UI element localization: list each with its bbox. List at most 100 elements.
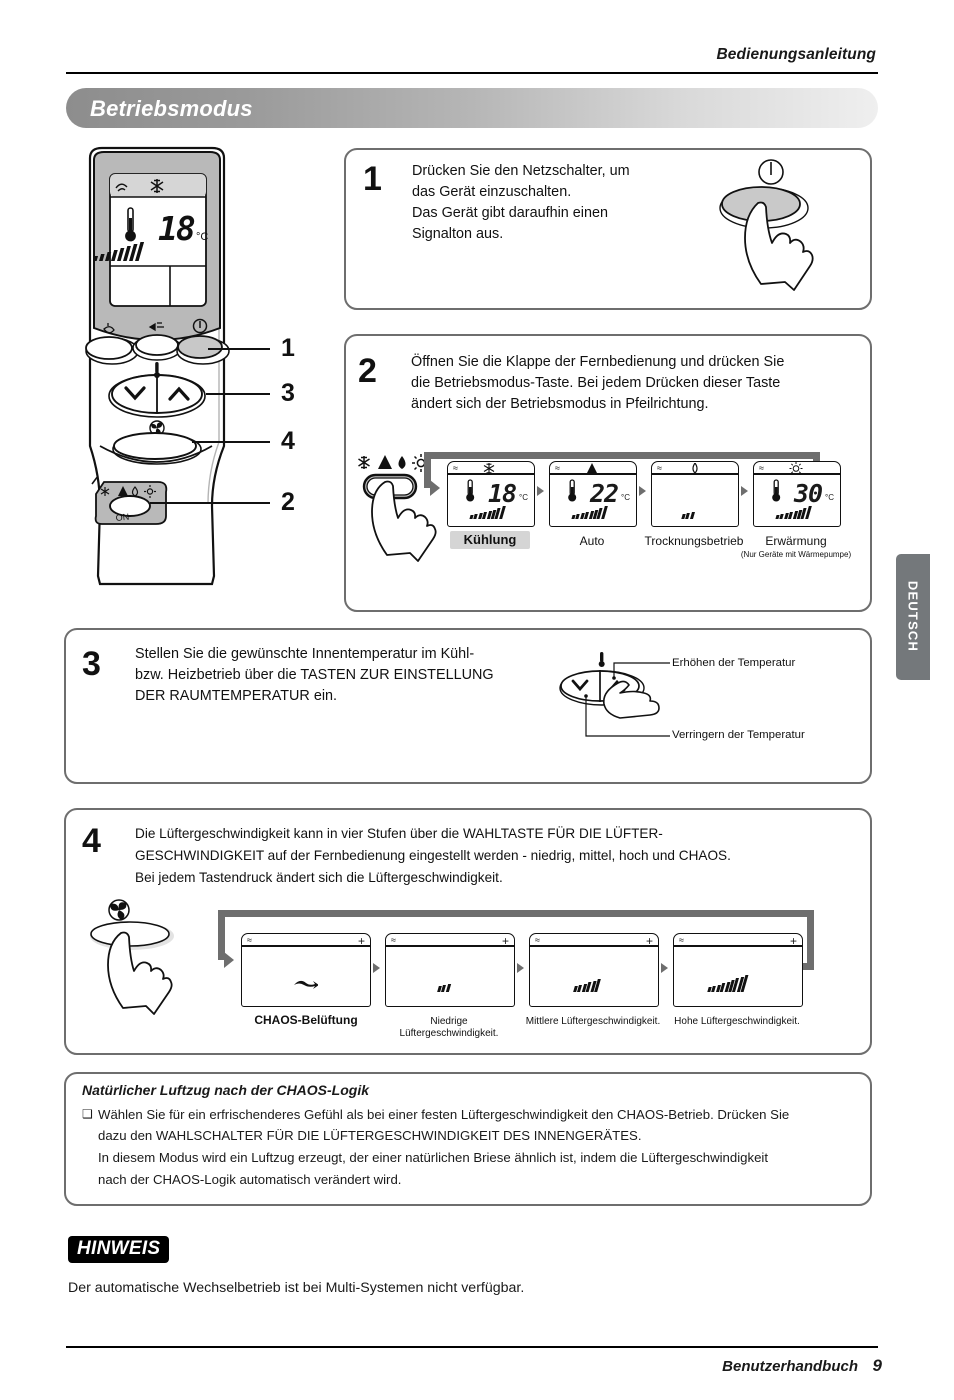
mode-panel-3-temp: 30: [794, 479, 823, 508]
signal-wave-icon: ≈: [555, 463, 560, 473]
mode-panel-3-label: Erwärmung: [765, 534, 827, 548]
fan-panel-0: ≈ +: [241, 933, 371, 1007]
fan-flow-entry-arrow: [224, 952, 234, 968]
power-icon: [192, 318, 208, 334]
page-header-title: Bedienungsanleitung: [716, 46, 876, 63]
step-1-box: [344, 148, 872, 310]
footer-label: Benutzerhandbuch: [722, 1358, 858, 1375]
thermometer-small-icon: [154, 362, 160, 378]
chaos-note-line-2: dazu den WAHLSCHALTER FÜR DIE LÜFTERGESC…: [98, 1128, 642, 1143]
thermometer-icon: [125, 207, 136, 242]
temperature-buttons-illustration: [559, 652, 670, 737]
fan-panel-2-bars: [573, 979, 601, 992]
mode-panel-3-sublabel: (Nur Geräte mit Wärmepumpe): [740, 550, 852, 559]
callout-line-1: [208, 348, 270, 350]
mode-panel-1-unit: °C: [621, 493, 630, 502]
step-3-line-3: DER RAUMTEMPERATUR ein.: [135, 688, 338, 704]
chaos-note-line-1: Wählen Sie für ein erfrischenderes Gefüh…: [98, 1107, 790, 1122]
panel-divider: [530, 945, 658, 947]
signal-wave-icon: ≈: [391, 935, 396, 945]
callout-line-2: [150, 502, 270, 504]
signal-wave-icon: ≈: [657, 463, 662, 473]
signal-wave-icon: ≈: [679, 935, 684, 945]
fan-flow-loop-top: [218, 910, 814, 917]
mode-arrow-0: [537, 486, 544, 496]
mode-panel-0-temp: 18: [488, 479, 517, 508]
signal-wave-icon: ≈: [759, 463, 764, 473]
step-3-number: 3: [82, 645, 101, 683]
fan-panel-2-label: Mittlere Lüftergeschwindigkeit.: [525, 1016, 661, 1027]
signal-wave-icon: ≈: [247, 935, 252, 945]
remote-control-illustration: 18 °C: [85, 146, 230, 586]
mode-button-hand-illustration: [358, 454, 437, 562]
thermometer-icon: [568, 479, 577, 502]
callout-line-4: [192, 441, 270, 443]
mode-panel-3-bars: [775, 506, 812, 519]
footer-page-number: 9: [872, 1356, 882, 1375]
mode-arrow-2: [741, 486, 748, 496]
signal-wave-icon: ≈: [535, 935, 540, 945]
fan-level-bars: [93, 242, 145, 261]
thermometer-icon: [466, 479, 475, 502]
panel-divider: [448, 473, 534, 475]
fan-panel-3-bars: [707, 975, 749, 992]
signal-wave-icon: [115, 183, 128, 192]
svg-text:°C: °C: [196, 231, 208, 243]
mode-flow-entry-arrow: [430, 480, 440, 496]
mode-panel-2: ≈: [651, 461, 739, 527]
swing-icon: [148, 322, 164, 332]
mode-flow-loop-top: [424, 452, 820, 459]
step-4-line-2: GESCHWINDIGKEIT auf der Fernbedienung ei…: [135, 848, 731, 863]
chaos-note-line-3: In diesem Modus wird ein Luftzug erzeugt…: [98, 1150, 768, 1165]
fan-panel-1-label: Niedrige Lüftergeschwindigkeit.: [399, 1016, 499, 1039]
fan-arrow-0: [373, 963, 380, 973]
fan-icon: [108, 899, 130, 921]
step-1-line-4: Signalton aus.: [412, 226, 504, 242]
chaos-note-title: Natürlicher Luftzug nach der CHAOS-Logik: [82, 1082, 370, 1098]
panel-divider: [242, 945, 370, 947]
mode-panel-2-bars: [681, 512, 695, 519]
callout-number-4: 4: [281, 427, 295, 455]
temp-up-chevron-icon: [168, 386, 190, 401]
snowflake-icon: [150, 179, 164, 193]
droplet-icon: [692, 463, 698, 474]
signal-wave-icon: ≈: [453, 463, 458, 473]
step-2-line-2: die Betriebsmodus-Taste. Bei jedem Drück…: [411, 375, 781, 391]
hand-icon: [371, 480, 437, 562]
section-banner: [66, 88, 878, 128]
hand-icon: [602, 680, 660, 719]
fan-flow-loop-left: [218, 910, 225, 960]
header-divider: [66, 72, 878, 74]
svg-text:18: 18: [158, 209, 195, 248]
step-1-line-2: das Gerät einzuschalten.: [412, 184, 572, 200]
mode-panel-1-bars: [571, 506, 608, 519]
callout-number-3: 3: [281, 379, 295, 407]
footer-divider: [66, 1346, 878, 1348]
step-4-box: [64, 808, 872, 1055]
mode-panel-1: ≈ 22 °C: [549, 461, 637, 527]
chaos-note-box: [64, 1072, 872, 1206]
fan-panel-1: ≈ +: [385, 933, 515, 1007]
mode-panel-0: ≈ 18 °C: [447, 461, 535, 527]
snowflake-icon: [483, 463, 495, 474]
step-2-line-3: ändert sich der Betriebsmodus in Pfeilri…: [411, 396, 709, 412]
step-3-line-2: bzw. Heizbetrieb über die TASTEN ZUR EIN…: [135, 667, 494, 683]
decrease-temp-label: Verringern der Temperatur: [672, 729, 805, 741]
callout-number-1: 1: [281, 334, 295, 362]
mode-icons-row: [100, 485, 156, 498]
jet-icon: [103, 323, 115, 334]
mode-icons-row: [358, 454, 430, 472]
fan-panel-0-label: CHAOS-Belüftung: [254, 1013, 358, 1027]
mode-panel-0-label: Kühlung: [450, 531, 530, 549]
step-3-line-1: Stellen Sie die gewünschte Innentemperat…: [135, 646, 475, 662]
power-button-hand-illustration: [719, 159, 814, 291]
step-2-line-1: Öffnen Sie die Klappe der Fernbedienung …: [411, 354, 785, 370]
power-icon: [758, 159, 784, 185]
section-title: Betriebsmodus: [90, 96, 253, 121]
hand-icon: [744, 201, 814, 291]
plus-icon: +: [357, 934, 365, 948]
fan-panel-2: ≈ +: [529, 933, 659, 1007]
mode-panel-0-unit: °C: [519, 493, 528, 502]
hinweis-text: Der automatische Wechselbetrieb ist bei …: [68, 1280, 525, 1296]
